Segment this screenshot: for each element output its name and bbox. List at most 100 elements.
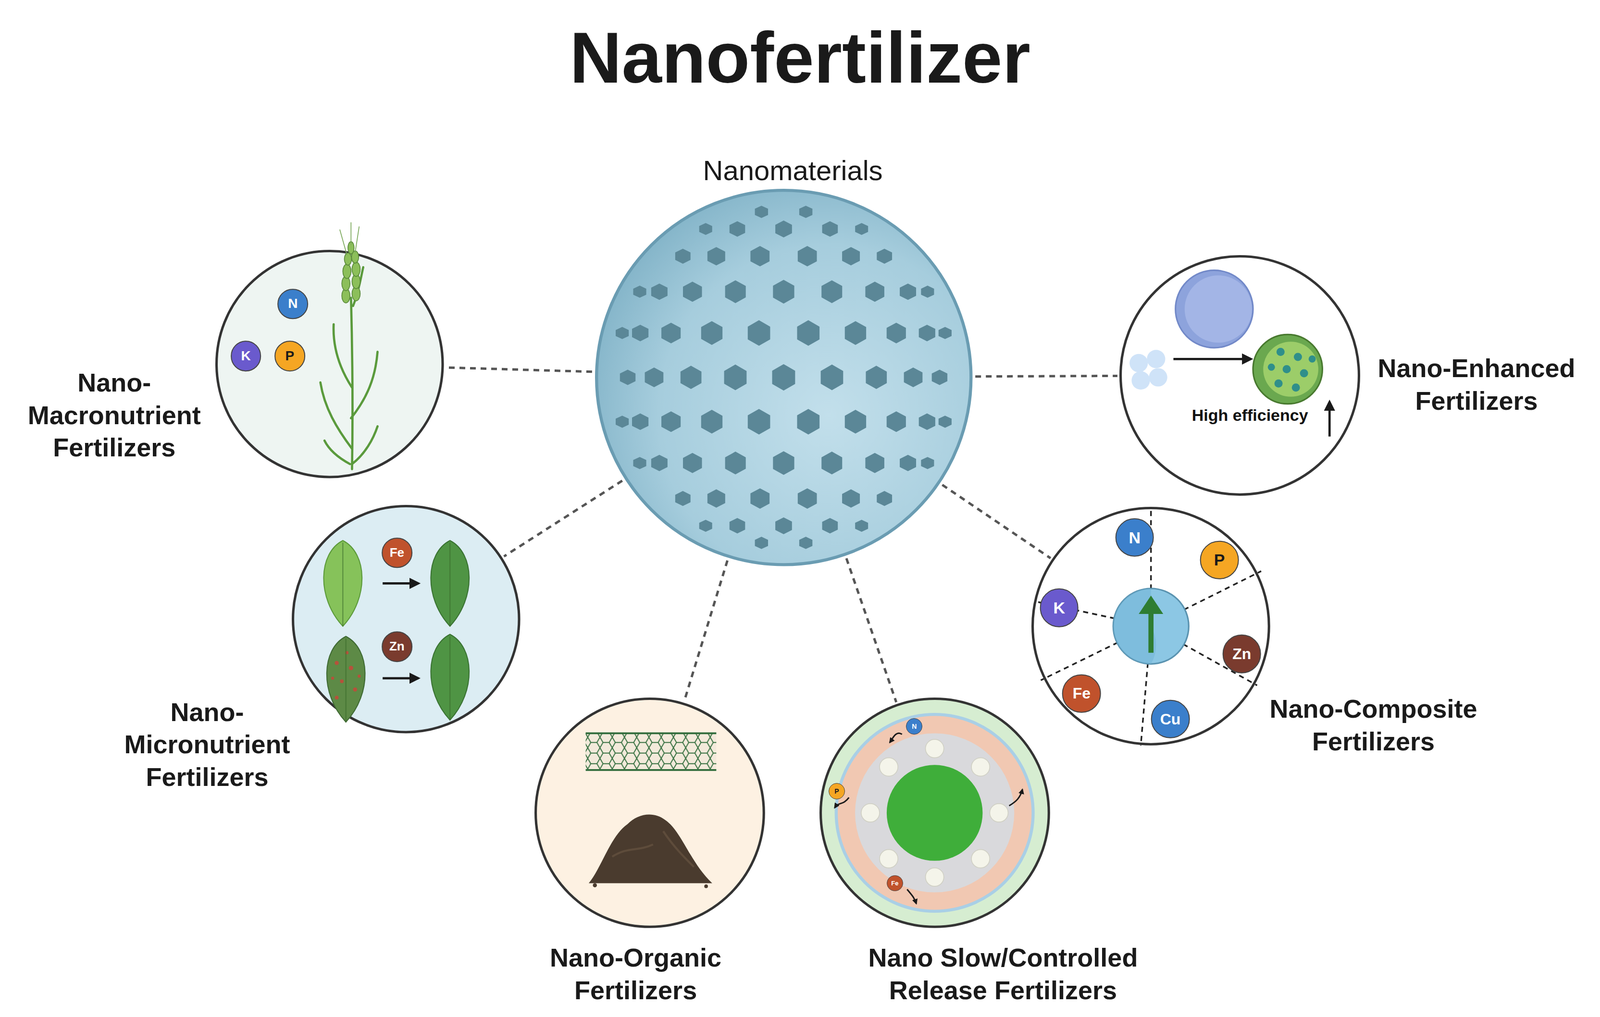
controlled-release-capsule (834, 713, 1035, 914)
enhanced-delivery (1267, 363, 1276, 372)
controlled-release-capsule (861, 804, 880, 823)
composite-sectors (1113, 588, 1156, 665)
sphere-dimple (750, 488, 770, 509)
dashed-connector (942, 484, 1051, 559)
sphere-dimple (796, 409, 820, 435)
element-badge: P (828, 783, 845, 800)
enhanced-delivery (1129, 349, 1168, 390)
wheat-ear (341, 288, 350, 304)
sphere-dimple (707, 247, 726, 266)
composite-sectors (1036, 507, 1262, 746)
element-badge: N (905, 718, 923, 735)
composite-sectors (1141, 626, 1152, 746)
node-label: Nano- Macronutrient Fertilizers (12, 366, 217, 465)
circle-shape (216, 251, 443, 478)
sphere-dimple (620, 370, 636, 386)
enhanced-delivery (1282, 365, 1291, 374)
circle-shape (293, 506, 520, 732)
controlled-release-capsule (855, 733, 1015, 893)
composite-sectors (1040, 626, 1151, 682)
leaf-pairs (331, 651, 361, 700)
node-label: Nano-Enhanced Fertilizers (1366, 352, 1587, 418)
leaf-pairs (334, 695, 339, 700)
enhanced-delivery (1129, 270, 1330, 437)
nanotube-and-soil (704, 884, 708, 889)
sphere-dimple (820, 364, 844, 391)
controlled-release-capsule (861, 739, 1009, 887)
wheat-plant (353, 267, 364, 307)
sphere-dimple (747, 409, 771, 435)
wheat-plant (324, 440, 350, 465)
element-badge: Zn (381, 631, 413, 663)
sphere-dimple (750, 246, 770, 267)
circle-outline (534, 697, 766, 929)
enhanced-delivery (1252, 334, 1323, 404)
enhanced-delivery (1148, 368, 1167, 387)
dashed-connector (846, 558, 897, 703)
note-label: High efficiency (1191, 406, 1309, 425)
element-badge: Fe (1062, 674, 1102, 714)
sphere-dimple (886, 322, 906, 344)
wheat-ear (351, 286, 360, 302)
controlled-release-capsule (889, 733, 902, 743)
element-badge: K (1039, 588, 1079, 628)
element-badge: Fe (381, 537, 413, 569)
wheat-ear (351, 250, 359, 263)
wheat-ear (339, 222, 360, 256)
sphere-dimple (680, 365, 702, 389)
controlled-release-capsule (925, 868, 944, 887)
sphere-dimple (938, 415, 952, 428)
wheat-plant (350, 351, 378, 419)
sphere-dimple (842, 489, 860, 509)
nanotube-and-soil (588, 815, 713, 884)
sphere-dimple (725, 451, 746, 475)
dashed-connector (975, 375, 1118, 377)
sphere-dimple (701, 321, 723, 346)
sphere-dimple (632, 285, 646, 298)
sphere-dimple (799, 205, 813, 219)
sphere-dimple (632, 413, 649, 431)
sphere-dimple (876, 491, 893, 507)
leaf-pairs (348, 666, 354, 671)
sphere-dimples (615, 205, 952, 550)
leaf-pairs (353, 687, 358, 692)
enhanced-delivery (1175, 270, 1253, 348)
sphere-dimple (899, 283, 917, 300)
wheat-ear (351, 262, 360, 277)
leaf-pairs (382, 677, 419, 680)
circle-outline (595, 188, 973, 567)
dashed-connector (684, 560, 728, 702)
leaf-pairs (323, 540, 363, 627)
circle-shape (820, 699, 1049, 928)
leaf-pairs (430, 634, 470, 721)
sphere-dimple (729, 221, 746, 237)
wheat-ear (341, 276, 350, 291)
composite-sectors (1151, 571, 1262, 627)
controlled-release-capsule (834, 713, 1035, 914)
controlled-release-capsule (1009, 789, 1023, 807)
sphere-dimple (651, 455, 668, 472)
sphere-dimple (931, 370, 948, 386)
circle-outline (1119, 255, 1361, 497)
sphere-dimple (755, 205, 769, 219)
sphere-dimple (729, 518, 746, 534)
leaf-pairs (382, 582, 419, 585)
sphere-dimple (615, 415, 629, 428)
element-badge: P (1200, 540, 1240, 580)
sphere-dimple (842, 247, 860, 266)
nanotube-and-soil (585, 769, 717, 772)
sphere-dimple (822, 518, 839, 534)
controlled-release-capsule (879, 849, 898, 869)
sphere-dimple (661, 322, 681, 344)
nanotube-and-soil (592, 883, 597, 888)
sphere-dimple (918, 324, 936, 342)
controlled-release-capsule (925, 739, 944, 758)
sphere-dimple (865, 281, 884, 302)
leaf-pairs (339, 679, 344, 684)
enhanced-delivery (1300, 369, 1309, 378)
dashed-connector (504, 481, 623, 558)
sphere-dimple (632, 457, 646, 470)
circle-shape (535, 699, 765, 928)
